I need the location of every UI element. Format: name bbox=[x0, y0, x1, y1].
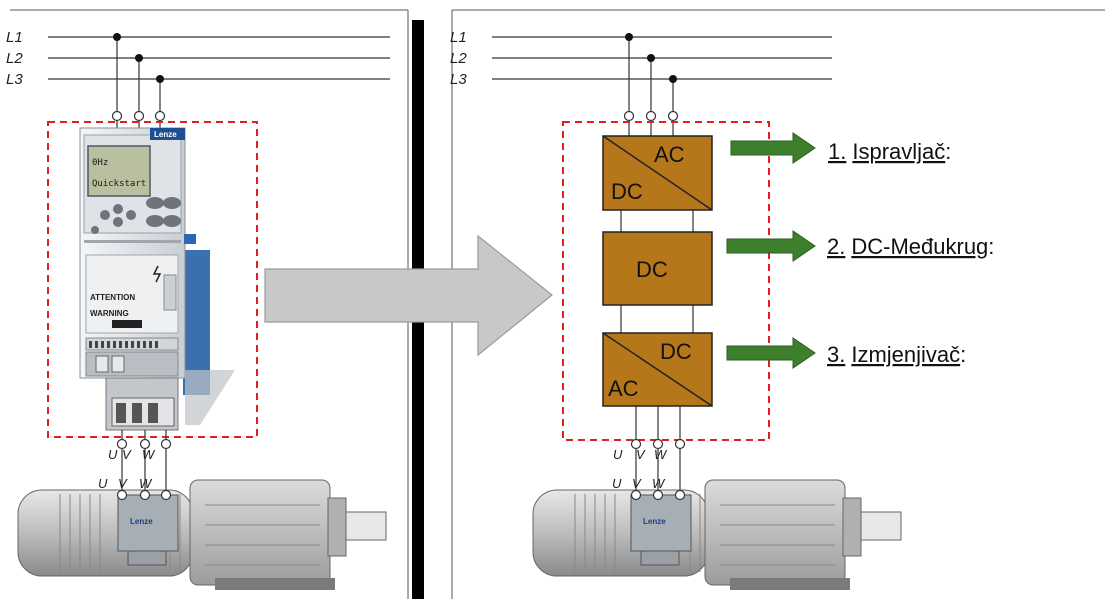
right-phase-label: L2 bbox=[450, 50, 467, 67]
green-arrow-icon bbox=[726, 230, 816, 262]
drive-brand-logo: Lenze bbox=[154, 130, 177, 139]
right-converter-boundary bbox=[562, 121, 770, 441]
left-phase-label: L2 bbox=[6, 50, 23, 67]
stage-label-rectifier: 1.Ispravljač: bbox=[828, 139, 951, 164]
terminal-label-u: U bbox=[108, 447, 118, 462]
terminal-label-v: V bbox=[122, 447, 132, 462]
drive-unit-image: Lenze 0Hz Quickstart ATTENTION WARNING bbox=[79, 127, 235, 431]
inverter-ac-label: AC bbox=[608, 376, 639, 401]
left-phase-label: L3 bbox=[6, 71, 23, 88]
stage-name: Izmjenjivač bbox=[851, 342, 960, 367]
terminal-label-v: V bbox=[632, 476, 642, 491]
right-phase-label: L1 bbox=[450, 29, 467, 46]
terminal-label-u: U bbox=[612, 476, 622, 491]
left-supply-lines: L1 L2 L3 bbox=[6, 29, 390, 130]
left-phase-label: L1 bbox=[6, 29, 23, 46]
stage-number: 1. bbox=[828, 139, 846, 164]
drive-lcd-line1: 0Hz bbox=[92, 158, 108, 168]
terminal-label-w: W bbox=[142, 447, 156, 462]
stage-label-inverter: 3.Izmjenjivač: bbox=[827, 342, 966, 367]
left-motor-brand-logo: Lenze bbox=[130, 517, 153, 526]
left-converter-boundary bbox=[47, 121, 258, 438]
left-motor-image: Lenze bbox=[17, 479, 387, 590]
drive-attention-text: ATTENTION bbox=[90, 293, 135, 302]
stage-number: 3. bbox=[827, 342, 845, 367]
stage-colon: : bbox=[960, 342, 966, 367]
right-motor-brand-logo: Lenze bbox=[643, 517, 666, 526]
stage-colon: : bbox=[945, 139, 951, 164]
rectifier-block: AC DC bbox=[602, 135, 713, 211]
stage-label-dc-link: 2.DC-Međukrug: bbox=[827, 234, 994, 259]
terminal-label-v: V bbox=[118, 476, 128, 491]
right-motor-image: Lenze bbox=[532, 479, 902, 590]
block-connectors bbox=[620, 210, 694, 333]
drive-lcd-display bbox=[87, 145, 151, 197]
drive-warning-text: WARNING bbox=[90, 309, 129, 318]
terminal-label-w: W bbox=[139, 476, 153, 491]
terminal-label-u: U bbox=[98, 476, 108, 491]
terminal-label-v: V bbox=[636, 447, 646, 462]
terminal-label-w: W bbox=[652, 476, 666, 491]
dc-link-block: DC bbox=[602, 231, 713, 306]
transition-arrow bbox=[264, 234, 553, 357]
left-motor-connections: U V W U V W bbox=[98, 430, 172, 495]
drive-lcd-line2: Quickstart bbox=[92, 179, 146, 189]
terminal-label-w: W bbox=[654, 447, 668, 462]
stage-name: DC-Međukrug bbox=[851, 234, 988, 259]
right-supply-lines: L1 L2 L3 bbox=[450, 29, 832, 136]
rectifier-ac-label: AC bbox=[654, 142, 685, 167]
inverter-block: DC AC bbox=[602, 332, 713, 407]
rectifier-dc-label: DC bbox=[611, 179, 643, 204]
stage-colon: : bbox=[988, 234, 994, 259]
stage-number: 2. bbox=[827, 234, 845, 259]
terminal-label-u: U bbox=[613, 447, 623, 462]
stage-name: Ispravljač bbox=[852, 139, 945, 164]
inverter-dc-label: DC bbox=[660, 339, 692, 364]
green-arrow-icon bbox=[726, 337, 816, 369]
right-phase-label: L3 bbox=[450, 71, 467, 88]
dc-link-label: DC bbox=[636, 257, 668, 282]
green-arrow-icon bbox=[730, 132, 816, 164]
right-motor-connections: U V W U V W bbox=[612, 406, 686, 495]
